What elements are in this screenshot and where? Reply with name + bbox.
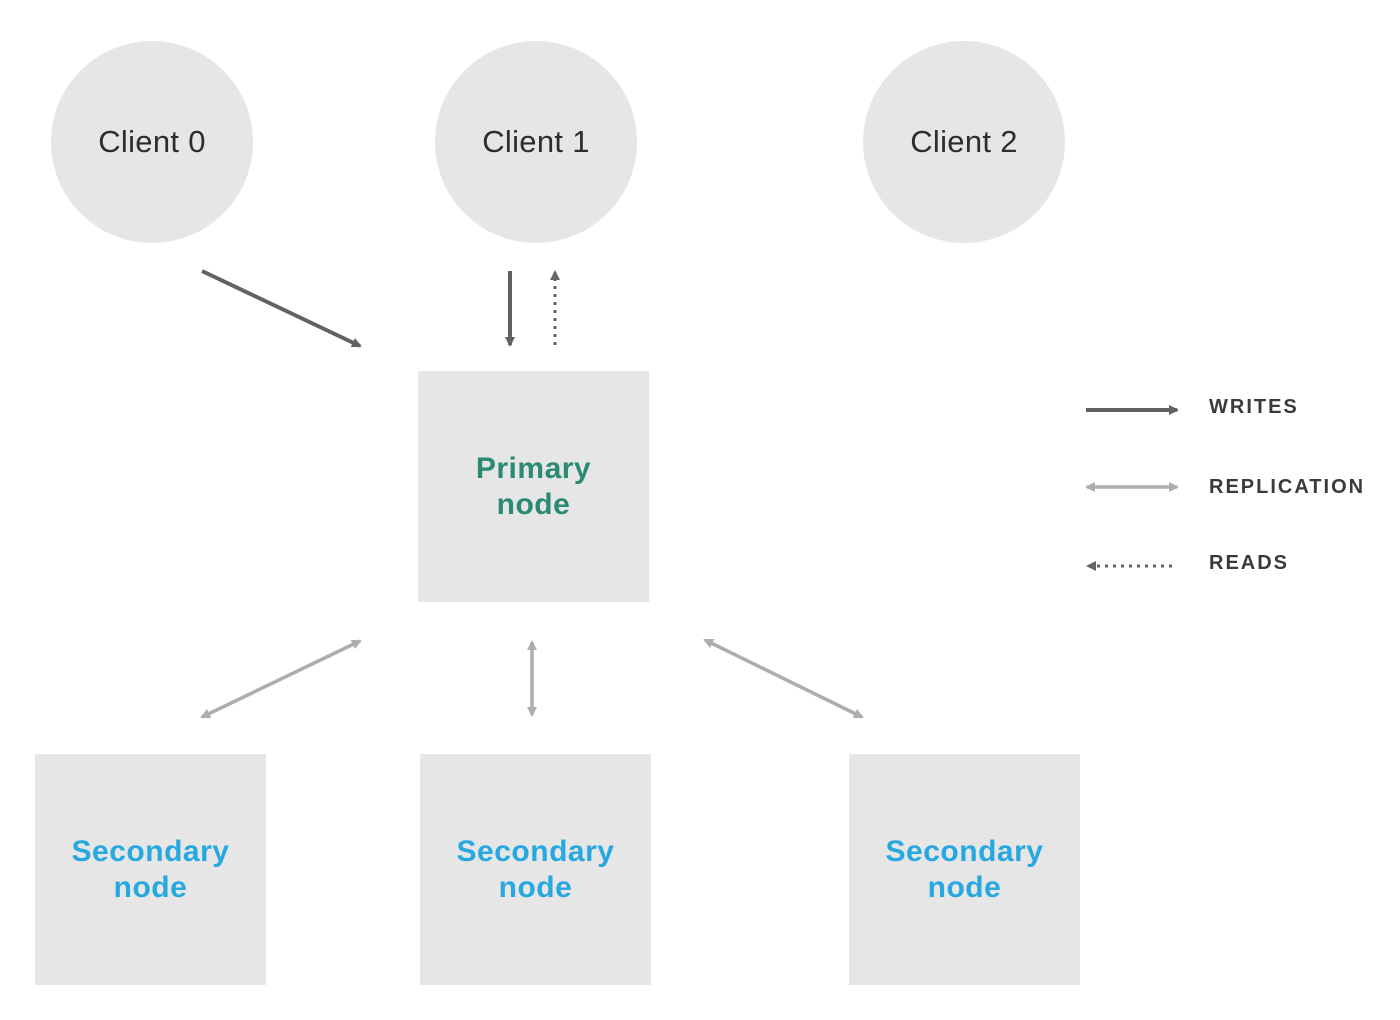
client-2-circle: Client 2 (863, 41, 1065, 243)
client-0-label: Client 0 (98, 124, 206, 159)
secondary-node-2: Secondary node (849, 754, 1080, 985)
secondary-node-0-label-line1: Secondary (71, 834, 230, 868)
secondary-node-1-label-line1: Secondary (456, 834, 615, 868)
legend-reads-label: READS (1209, 552, 1290, 574)
secondary-node-0-label-line2: node (113, 870, 188, 904)
client-2-label: Client 2 (910, 124, 1018, 159)
secondary-node-2-label-line1: Secondary (885, 834, 1044, 868)
write-arrow-client-0 (201, 269, 362, 348)
primary-node-label: Primary node (476, 451, 591, 523)
client-1-circle: Client 1 (435, 41, 637, 243)
secondary-node-1-label-line2: node (498, 870, 573, 904)
client-1-label: Client 1 (482, 124, 590, 159)
secondary-node-0: Secondary node (35, 754, 266, 985)
primary-node-label-line2: node (496, 487, 571, 521)
legend-replication-label: REPLICATION (1209, 476, 1366, 498)
secondary-node-1: Secondary node (420, 754, 651, 985)
client-0-circle: Client 0 (51, 41, 253, 243)
secondary-node-0-label: Secondary node (72, 834, 230, 906)
legend-writes-label: WRITES (1209, 396, 1299, 418)
replication-arrow-secondary-0 (200, 639, 362, 719)
primary-node: Primary node (418, 371, 649, 602)
secondary-node-2-label-line2: node (927, 870, 1002, 904)
primary-node-label-line1: Primary (475, 451, 592, 485)
replication-arrow-secondary-2 (703, 638, 864, 719)
secondary-node-2-label: Secondary node (886, 834, 1044, 906)
secondary-node-1-label: Secondary node (457, 834, 615, 906)
